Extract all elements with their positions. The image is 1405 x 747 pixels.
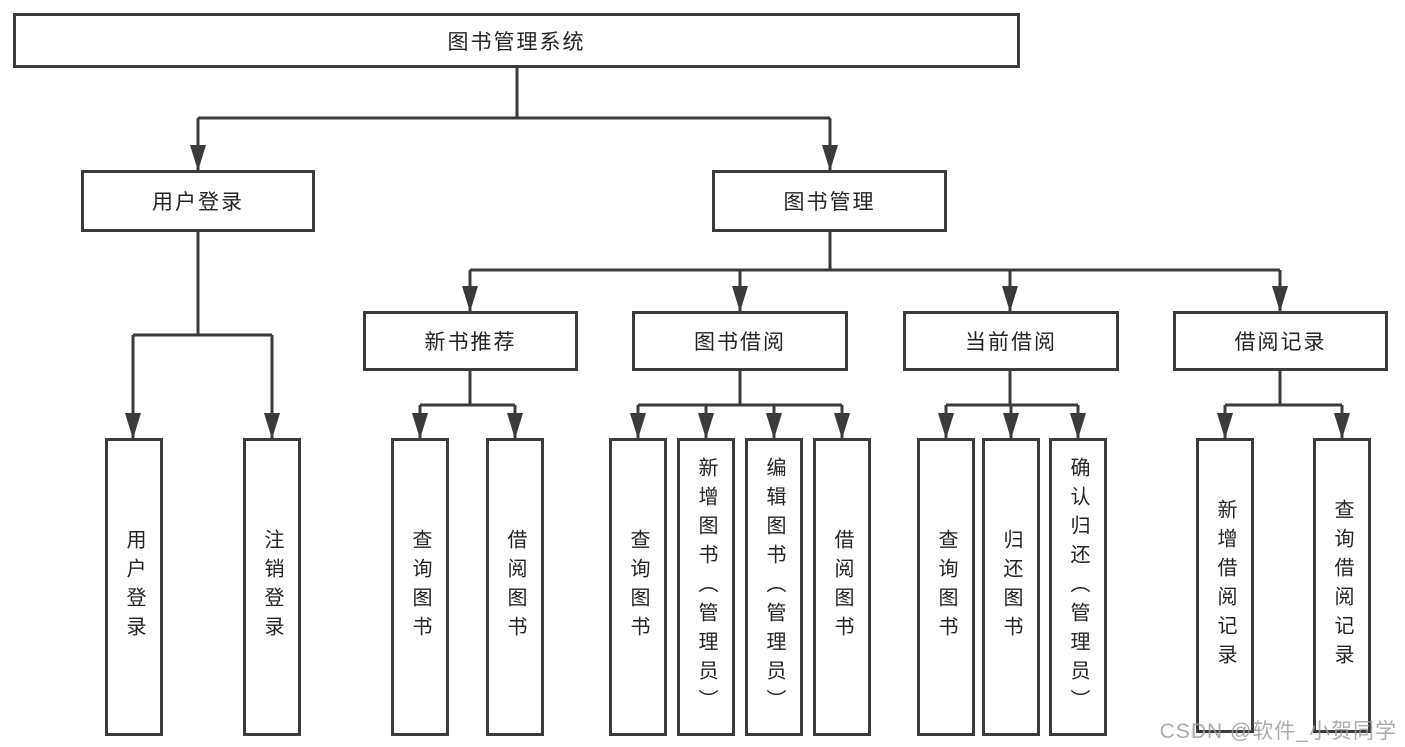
leaf-logout: 注销登录	[243, 438, 301, 736]
leaf-add-borrow-record: 新增借阅记录	[1196, 438, 1254, 733]
node-label: 当前借阅	[965, 331, 1057, 354]
node-label: 用户登录	[123, 529, 145, 645]
node-label: 用户登录	[152, 191, 244, 214]
leaf-return-books: 归还图书	[982, 438, 1040, 736]
node-label: 确认归还（管理员）	[1067, 456, 1089, 718]
node-label: 查询图书	[627, 529, 649, 645]
leaf-query-books-recommend: 查询图书	[391, 438, 449, 736]
node-label: 图书借阅	[694, 331, 786, 354]
node-label: 编辑图书（管理员）	[763, 456, 785, 718]
connector-current-borrow-children	[938, 371, 1086, 439]
leaf-edit-books-admin: 编辑图书（管理员）	[745, 438, 803, 736]
node-library-management-system: 图书管理系统	[13, 13, 1020, 68]
leaf-user-login: 用户登录	[105, 438, 163, 736]
node-label: 查询图书	[935, 529, 957, 645]
leaf-query-books-borrow: 查询图书	[609, 438, 667, 736]
connector-root-to-level2	[190, 68, 838, 171]
node-label: 借阅记录	[1234, 331, 1327, 354]
node-current-borrowing: 当前借阅	[903, 311, 1119, 371]
leaf-add-books-admin: 新增图书（管理员）	[677, 438, 735, 736]
node-label: 新书推荐	[424, 331, 517, 354]
connector-book-mgmt-to-level3	[462, 232, 1288, 312]
connector-user-login-children	[125, 232, 280, 439]
node-book-borrowing: 图书借阅	[632, 311, 848, 371]
node-label: 新增图书（管理员）	[695, 456, 717, 718]
node-label: 图书管理系统	[447, 30, 586, 54]
connector-new-book-children	[412, 371, 523, 439]
leaf-borrow-books: 借阅图书	[813, 438, 871, 736]
connector-borrow-record-children	[1217, 371, 1350, 439]
node-borrowing-records: 借阅记录	[1173, 311, 1388, 371]
node-user-login: 用户登录	[81, 170, 315, 232]
node-new-book-recommendation: 新书推荐	[363, 311, 578, 371]
node-label: 归还图书	[1000, 529, 1022, 645]
leaf-query-borrow-record: 查询借阅记录	[1313, 438, 1371, 733]
node-book-management: 图书管理	[712, 170, 947, 232]
node-label: 查询图书	[409, 529, 431, 645]
leaf-confirm-return-admin: 确认归还（管理员）	[1049, 438, 1107, 736]
connector-book-borrow-children	[630, 371, 850, 439]
node-label: 借阅图书	[831, 529, 853, 645]
node-label: 查询借阅记录	[1331, 498, 1353, 673]
node-label: 借阅图书	[504, 529, 526, 645]
node-label: 图书管理	[783, 191, 876, 214]
leaf-query-books-current: 查询图书	[917, 438, 975, 736]
node-label: 新增借阅记录	[1214, 498, 1236, 673]
leaf-borrow-books-recommend: 借阅图书	[486, 438, 544, 736]
node-label: 注销登录	[261, 529, 283, 645]
